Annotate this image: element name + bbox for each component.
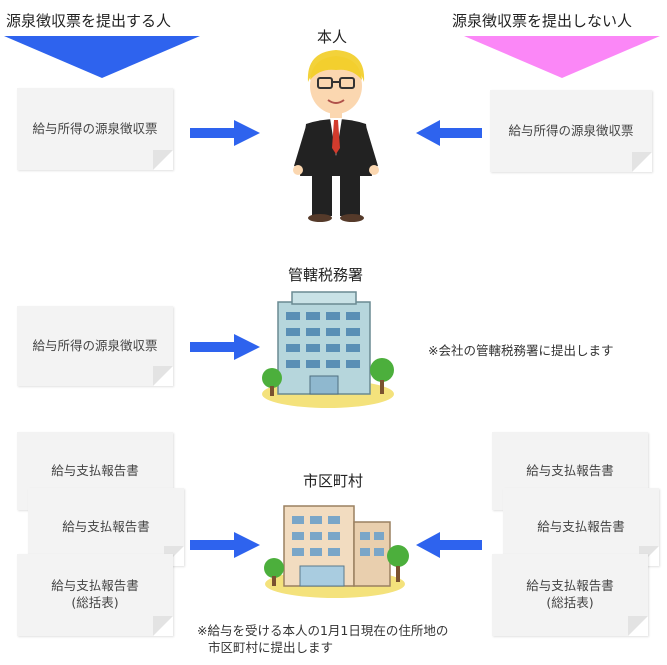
municipality-building-icon xyxy=(264,505,409,598)
doc-label: 給与所得の源泉徴収票 xyxy=(32,120,158,136)
municipality-note-line2: 市区町村に提出します xyxy=(208,640,334,655)
doc-summary-right: 給与支払報告書 (総括表) xyxy=(492,554,648,636)
person-icon xyxy=(293,50,379,222)
header-right-banner xyxy=(464,36,660,78)
doc-label-line2: (総括表) xyxy=(71,595,119,610)
arrow-left-icon xyxy=(416,532,482,558)
doc-withholding-tax: 給与所得の源泉徴収票 xyxy=(17,306,173,386)
doc-label: 給与所得の源泉徴収票 xyxy=(508,122,634,138)
arrow-left-icon xyxy=(416,120,482,146)
header-right-label: 源泉徴収票を提出しない人 xyxy=(452,12,633,30)
doc-label: 給与支払報告書 xyxy=(526,462,614,478)
doc-label: 給与支払報告書 xyxy=(62,518,150,534)
arrow-right-icon xyxy=(190,334,260,360)
doc-withholding-left: 給与所得の源泉徴収票 xyxy=(17,88,173,170)
doc-label: 給与支払報告書 xyxy=(51,462,139,478)
doc-label-line1: 給与支払報告書 xyxy=(526,578,614,594)
tax-office-building-icon xyxy=(262,291,394,408)
doc-label: 給与支払報告書 xyxy=(537,518,625,534)
doc-report-right-2: 給与支払報告書 xyxy=(503,488,659,566)
doc-label-line2: (総括表) xyxy=(546,595,594,610)
doc-withholding-right: 給与所得の源泉徴収票 xyxy=(490,90,652,172)
person-title: 本人 xyxy=(317,28,348,46)
tax-office-note: ※会社の管轄税務署に提出します xyxy=(428,343,614,358)
header-left-label: 源泉徴収票を提出する人 xyxy=(6,12,172,30)
doc-label-line1: 給与支払報告書 xyxy=(51,578,139,594)
arrow-right-icon xyxy=(190,120,260,146)
municipality-note-line1: ※給与を受ける本人の1月1日現在の住所地の xyxy=(197,623,449,638)
doc-summary-left: 給与支払報告書 (総括表) xyxy=(17,554,173,636)
arrow-right-icon xyxy=(190,532,260,558)
header-left-banner xyxy=(4,36,200,78)
municipality-title: 市区町村 xyxy=(303,472,364,490)
tax-office-title: 管轄税務署 xyxy=(288,266,364,284)
doc-label: 給与所得の源泉徴収票 xyxy=(32,337,158,353)
